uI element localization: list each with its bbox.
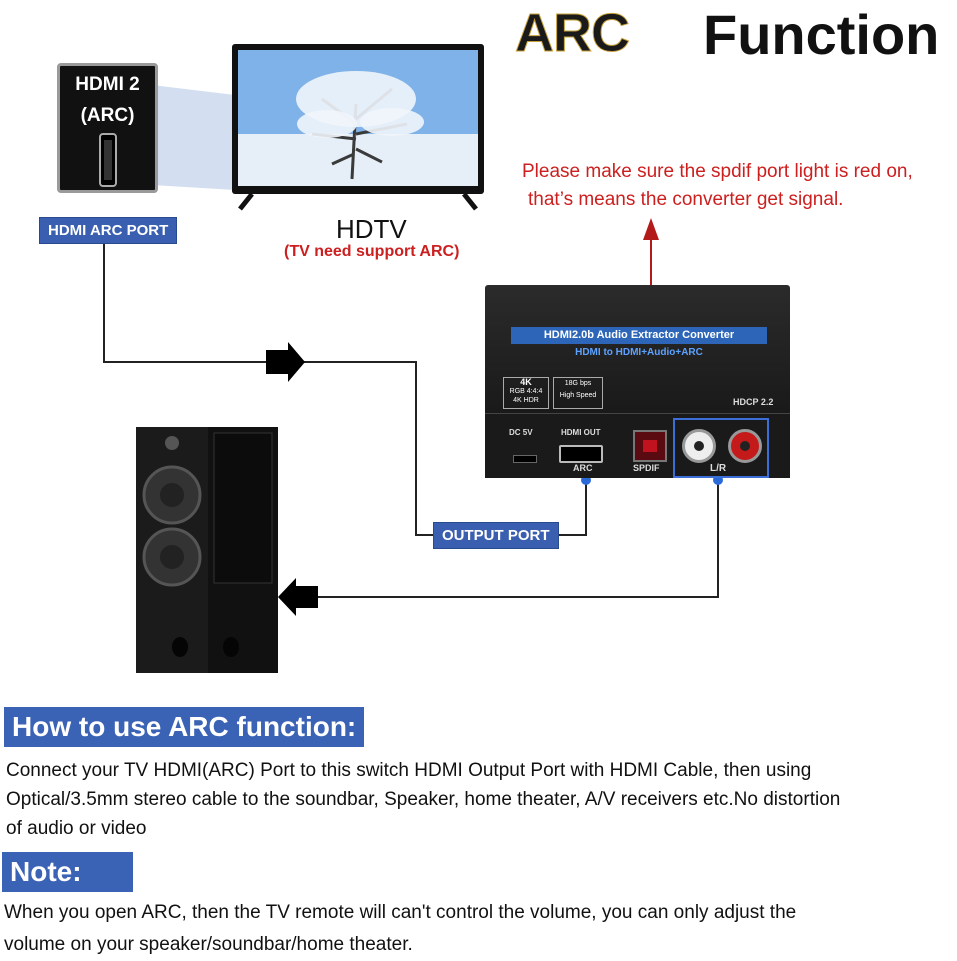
note-body: When you open ARC, then the TV remote wi…: [4, 897, 952, 961]
note-line2: volume on your speaker/soundbar/home the…: [4, 934, 413, 955]
hdmi-card-line1: HDMI 2: [75, 74, 140, 95]
dc-port-icon: [513, 455, 537, 463]
audio-cable-line: [300, 480, 719, 598]
badge-4k: 4K RGB 4:4:4 4K HDR: [503, 377, 549, 409]
audio-right-jack-icon: [728, 429, 762, 463]
note-line1: When you open ARC, then the TV remote wi…: [4, 902, 797, 923]
projection-beam: [152, 85, 235, 190]
device-banner: HDMI2.0b Audio Extractor Converter: [511, 327, 767, 344]
how-to-line3: of audio or video: [6, 818, 147, 839]
spdif-notice-line2: that’s means the converter get signal.: [528, 189, 844, 210]
tv-icon: [232, 44, 484, 211]
title-function: Function: [703, 3, 940, 66]
badge-bandwidth: 18G bps High Speed: [553, 377, 603, 409]
how-to-body: Connect your TV HDMI(ARC) Port to this s…: [6, 756, 954, 843]
audio-extractor-device: HDMI2.0b Audio Extractor Converter HDMI …: [485, 285, 790, 478]
dc-label: DC 5V: [509, 428, 533, 437]
arc-cable-line: [103, 240, 587, 536]
how-to-heading: How to use ARC function:: [4, 707, 365, 747]
lr-outline: [673, 418, 769, 478]
hdmi-arc-card: HDMI 2 (ARC): [57, 63, 158, 193]
red-arrow-head-icon: [643, 218, 659, 240]
note-heading: Note:: [2, 852, 133, 892]
spdif-label: SPDIF: [633, 463, 660, 473]
how-to-line2: Optical/3.5mm stereo cable to the soundb…: [6, 789, 841, 810]
audio-left-jack-icon: [682, 429, 716, 463]
spdif-notice-line1: Please make sure the spdif port light is…: [522, 161, 913, 182]
right-arrow-icon: [266, 342, 305, 382]
tv-name: HDTV: [336, 214, 407, 244]
left-arrow-icon: [278, 578, 318, 616]
hdmi-arc-port-label: HDMI ARC PORT: [39, 217, 178, 244]
spdif-port-icon: [633, 430, 667, 462]
tv-note: (TV need support ARC): [284, 243, 460, 260]
output-port-label: OUTPUT PORT: [433, 522, 559, 549]
speaker-icon: [136, 427, 278, 673]
hdcp-label: HDCP 2.2: [733, 397, 774, 407]
how-to-line1: Connect your TV HDMI(ARC) Port to this s…: [6, 760, 812, 781]
spdif-notice: Please make sure the spdif port light is…: [522, 158, 952, 214]
title-arc: ARC: [515, 3, 631, 64]
hdmi-port-icon: [98, 133, 117, 187]
lr-label: L/R: [710, 463, 727, 474]
arc-label: ARC: [573, 463, 593, 473]
hdmi-out-port-icon: [559, 445, 603, 463]
hdmi-out-label: HDMI OUT: [561, 428, 601, 437]
device-subtitle: HDMI to HDMI+Audio+ARC: [575, 347, 703, 358]
hdmi-card-line2: (ARC): [80, 105, 135, 126]
